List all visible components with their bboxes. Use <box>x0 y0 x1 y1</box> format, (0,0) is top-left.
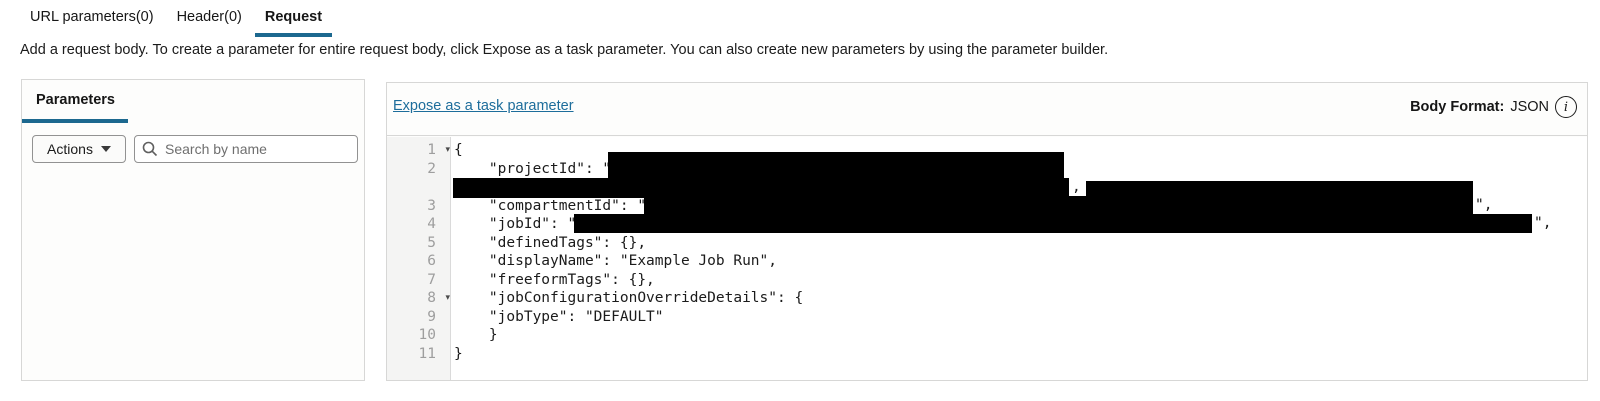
code-text: "jobType": "DEFAULT" <box>454 308 664 325</box>
code-row: 11 } <box>387 345 1587 364</box>
line-number: 1 <box>427 142 436 158</box>
redacted-line-suffix: ", <box>1534 215 1552 231</box>
code-row: 4 "jobId": " <box>387 215 1587 234</box>
line-number: 3 <box>427 197 436 214</box>
code-row: 7 "freeformTags": {}, <box>387 271 1587 290</box>
redacted-line-suffix: ", <box>1475 197 1493 213</box>
tab-request[interactable]: Request <box>254 3 333 37</box>
request-body-panel-header: Expose as a task parameter Body Format: … <box>387 83 1587 136</box>
redaction-bar <box>574 214 1532 233</box>
code-row: 1 ▾ { <box>387 141 1587 160</box>
fold-arrow-icon[interactable]: ▾ <box>445 293 450 303</box>
code-text: "compartmentId": " <box>454 197 647 214</box>
code-row: 8 ▾ "jobConfigurationOverrideDetails": { <box>387 289 1587 308</box>
actions-button[interactable]: Actions <box>32 135 126 163</box>
code-rows: 1 ▾ { 2 "projectId": " 3 "compartmentId":… <box>387 141 1587 363</box>
redaction-bar <box>608 152 1064 178</box>
parameters-title-underline <box>22 119 128 123</box>
search-icon <box>142 141 158 157</box>
request-tab-strip: URL parameters(0) Header(0) Request <box>20 3 333 37</box>
redaction-bar <box>1086 181 1473 198</box>
line-number: 5 <box>427 234 436 251</box>
line-number: 10 <box>418 327 436 343</box>
code-text: "jobConfigurationOverrideDetails": { <box>454 290 804 306</box>
code-row: 2 "projectId": " <box>387 160 1587 179</box>
json-code-editor[interactable]: 1 ▾ { 2 "projectId": " 3 "compartmentId":… <box>387 137 1587 380</box>
line-number: 4 <box>427 216 436 232</box>
actions-button-label: Actions <box>47 141 93 157</box>
code-row: 6 "displayName": "Example Job Run", <box>387 252 1587 271</box>
parameters-panel-title: Parameters <box>36 92 115 108</box>
code-row: 10 } <box>387 326 1587 345</box>
code-text: "definedTags": {}, <box>454 234 647 251</box>
chevron-down-icon <box>100 146 111 152</box>
code-row: 9 "jobType": "DEFAULT" <box>387 308 1587 327</box>
code-text: "jobId": " <box>454 216 577 232</box>
tab-header[interactable]: Header(0) <box>176 9 242 25</box>
redaction-bar <box>644 196 1473 214</box>
line-number: 9 <box>427 308 436 325</box>
line-number: 2 <box>427 160 436 177</box>
body-format-indicator: Body Format: JSON i <box>1410 96 1577 118</box>
redacted-line-suffix: , <box>1072 179 1081 195</box>
code-text: "freeformTags": {}, <box>454 271 655 288</box>
line-number: 7 <box>427 271 436 288</box>
expose-task-parameter-link[interactable]: Expose as a task parameter <box>393 98 574 114</box>
redaction-bar <box>453 178 1069 198</box>
code-text: "displayName": "Example Job Run", <box>454 253 778 269</box>
info-icon[interactable]: i <box>1555 96 1577 118</box>
line-number: 11 <box>418 345 436 362</box>
parameters-panel: Parameters Actions <box>21 79 365 381</box>
line-number-gutter <box>387 137 451 380</box>
code-row: 5 "definedTags": {}, <box>387 234 1587 253</box>
search-field-wrapper <box>134 135 358 163</box>
code-text: } <box>454 345 463 362</box>
code-text: { <box>454 142 463 158</box>
code-text: "projectId": " <box>454 160 612 177</box>
request-body-panel: Expose as a task parameter Body Format: … <box>386 82 1588 381</box>
search-input[interactable] <box>134 135 358 163</box>
fold-arrow-icon[interactable]: ▾ <box>445 145 450 155</box>
tab-url-parameters[interactable]: URL parameters(0) <box>30 9 154 25</box>
code-row: 3 "compartmentId": " <box>387 197 1587 216</box>
line-number: 6 <box>427 253 436 269</box>
code-text: } <box>454 327 498 343</box>
body-format-label: Body Format: <box>1410 99 1505 115</box>
line-number: 8 <box>427 290 436 306</box>
request-body-description: Add a request body. To create a paramete… <box>20 42 1109 58</box>
body-format-value: JSON <box>1510 99 1549 115</box>
